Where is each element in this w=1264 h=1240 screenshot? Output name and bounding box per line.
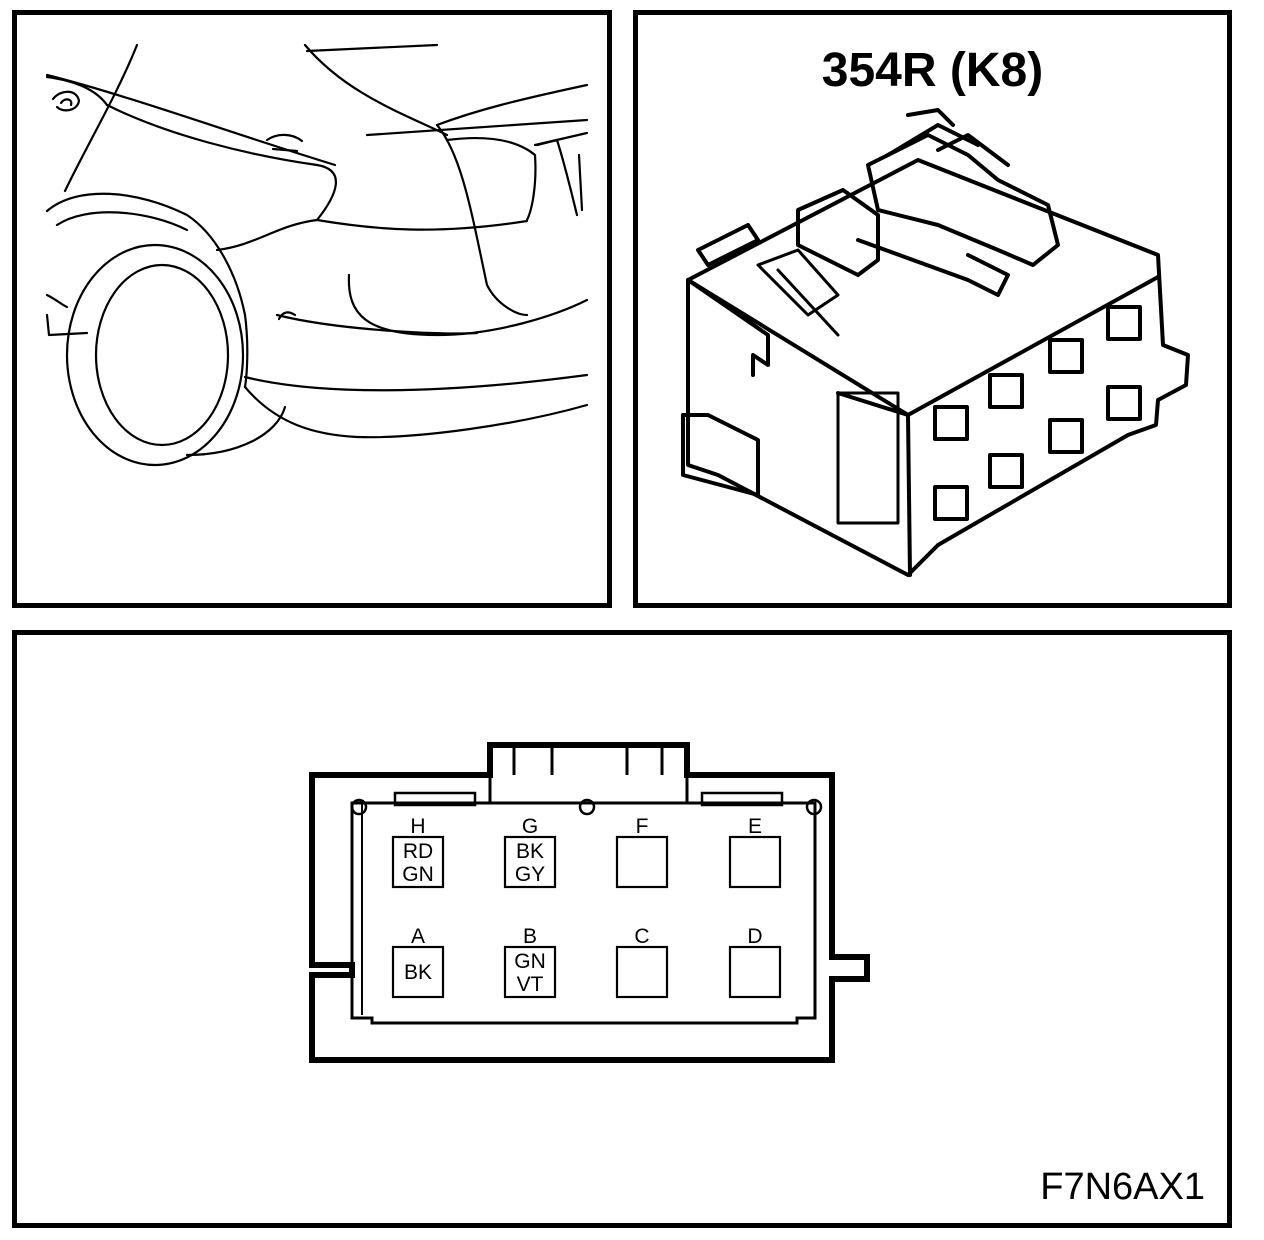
pin-A-wire-color-1: BK: [404, 961, 432, 984]
pin-H-letter: H: [410, 815, 425, 838]
pin-E-box: [728, 835, 782, 889]
vehicle-rear-drawing: [45, 43, 589, 467]
pin-C-box: [615, 945, 669, 999]
pin-D-box: [728, 945, 782, 999]
pin-E-letter: E: [748, 815, 762, 838]
connector-face-view-panel: H G F E A B C D RD GN BK GY BK GN VT F7N…: [12, 630, 1232, 1228]
pin-C-letter: C: [634, 925, 649, 948]
connector-face-view-drawing: H G F E A B C D RD GN BK GY BK GN VT: [309, 742, 870, 1063]
connector-isometric-drawing: [681, 108, 1190, 577]
pin-A-box: [391, 945, 445, 999]
pin-F-letter: F: [636, 815, 649, 838]
connector-title: 354R (K8): [821, 44, 1044, 97]
pin-F-box: [615, 835, 669, 889]
pin-H-wire-color-1: RD: [403, 840, 433, 863]
vehicle-location-panel: [12, 10, 612, 608]
pin-D-letter: D: [747, 925, 762, 948]
pin-B-wire-color-1: GN: [514, 950, 546, 973]
pin-G-wire-color-1: BK: [516, 840, 544, 863]
pin-G-wire-color-2: GY: [515, 863, 545, 886]
pin-B-box: [503, 945, 557, 999]
pin-B-letter: B: [523, 925, 537, 948]
pin-A-letter: A: [411, 925, 425, 948]
pin-H-wire-color-2: GN: [402, 863, 434, 886]
pin-B-wire-color-2: VT: [517, 973, 544, 996]
pin-G-box: [503, 835, 557, 889]
figure-code: F7N6AX1: [1040, 1166, 1205, 1208]
pin-H-box: [391, 835, 445, 889]
connector-isometric-panel: 354R (K8): [633, 10, 1232, 608]
pin-G-letter: G: [522, 815, 538, 838]
